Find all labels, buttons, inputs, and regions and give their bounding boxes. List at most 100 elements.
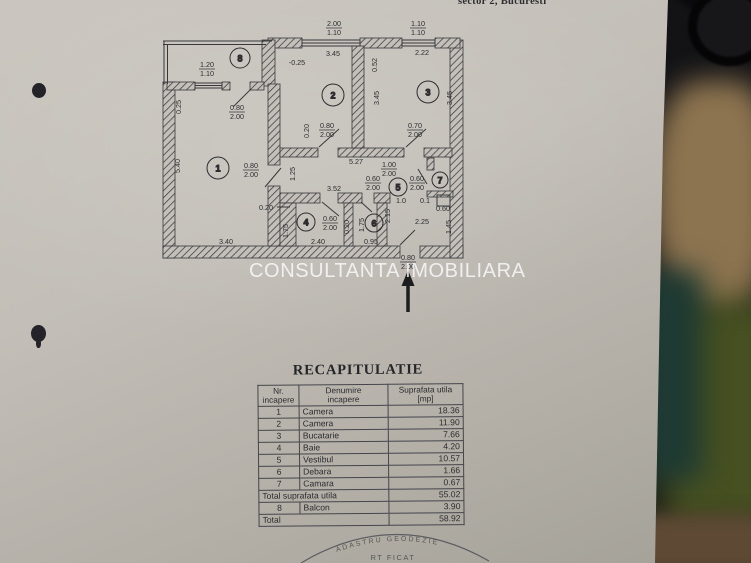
cell-name: Balcon: [299, 501, 390, 515]
cell-value: 11.90: [388, 416, 464, 430]
dim-label: 3.52: [327, 184, 341, 193]
room-number: 8: [237, 54, 242, 64]
dimension-bars: [199, 27, 426, 263]
dim-label: 0.52: [370, 58, 379, 72]
dim-label: 3.40: [219, 237, 233, 246]
dim-label: 0.1: [420, 196, 430, 205]
cell-nr: 7: [258, 478, 300, 491]
dim-label: 0.20: [302, 124, 311, 138]
cell-nr: 5: [258, 454, 300, 467]
cell-name: Baie: [299, 441, 389, 455]
cell-name: Camera: [299, 417, 389, 431]
room-number: 7: [437, 176, 442, 186]
dimension-labels: 2.00 1.10 1.10 1.10 1.20 1.10 -0.25 0.25…: [173, 19, 454, 271]
dim-label: 2.00: [323, 223, 337, 232]
dim-label: 1.75: [357, 218, 366, 232]
cell-nr: 3: [258, 430, 300, 443]
dim-label: 0.20: [342, 220, 351, 234]
plan-windows: [163, 39, 451, 207]
dim-label: 3.45: [326, 49, 340, 58]
dim-label: 1.0: [396, 196, 406, 205]
dim-label: 2.00: [244, 170, 258, 179]
header-denumire: Denumire incapere: [298, 384, 389, 407]
dim-label: 2.00: [230, 112, 244, 121]
cell-nr: 4: [258, 442, 300, 455]
cell-value: 18.36: [388, 404, 464, 418]
dim-label: 0.80: [230, 103, 244, 112]
plan-walls: [162, 37, 464, 259]
dim-label: 2.00: [408, 130, 422, 139]
dim-label: 1.00: [382, 160, 396, 169]
dim-label: 0.80: [244, 161, 258, 170]
dim-label: 1.10: [200, 69, 214, 78]
cell-value: 1.66: [388, 464, 464, 478]
cell-nr: 8: [258, 502, 301, 515]
cell-name: Camera: [299, 405, 389, 419]
stamp-inner-text: RT FICAT: [371, 553, 416, 562]
cell-nr: 2: [258, 418, 300, 431]
dim-label: 0.95: [364, 237, 378, 246]
cell-name: Vestibul: [299, 453, 389, 467]
dim-label: 2.00: [382, 169, 396, 178]
dim-label: 1.25: [288, 167, 297, 181]
dim-label: 2.00: [410, 183, 424, 192]
floor-plan: 2.00 1.10 1.10 1.10 1.20 1.10 -0.25 0.25…: [162, 19, 464, 312]
dim-label: 0.60: [366, 174, 380, 183]
background-dark-object: [688, 0, 751, 66]
dim-label: 0.80: [320, 121, 334, 130]
room-numbers: 1 2 3 4 5 6 7 8: [206, 47, 449, 233]
cell-nr: 1: [258, 406, 300, 419]
room-number: 3: [425, 88, 430, 98]
dim-label: 1.45: [444, 220, 453, 234]
cell-value: 7.66: [388, 428, 464, 442]
dim-label: 2.40: [311, 237, 325, 246]
dim-label: 2.00: [320, 130, 334, 139]
header-nr: Nr. incapere: [257, 385, 300, 407]
dim-label: 0.60: [436, 204, 450, 213]
plan-doors: [232, 88, 428, 246]
dim-label: 2.25: [415, 217, 429, 226]
ink-blot-bottom: [31, 325, 46, 348]
stamp-arc: [300, 533, 490, 563]
document-header-note: sector 2, Bucuresti: [458, 0, 547, 7]
room-number: 4: [303, 218, 308, 228]
watermark: CONSULTANTA IMOBILIARA: [249, 260, 526, 282]
dim-label: 1.10: [327, 28, 341, 37]
recap-table: Nr. incapere Denumire incapere Suprafata…: [257, 383, 465, 527]
dim-label: 2.15: [383, 209, 392, 223]
dim-label: 0.60: [323, 214, 337, 223]
cell-value: 3.90: [388, 500, 465, 514]
dim-label: 1.20: [200, 60, 214, 69]
round-stamp: ADASTRU GEODEZIE RT FICAT: [300, 533, 490, 563]
dim-label: 1.10: [411, 19, 425, 28]
dim-label: 5.40: [173, 159, 182, 173]
dim-label: 2.00: [366, 183, 380, 192]
dim-label: 5.27: [349, 157, 363, 166]
cell-value: 4.20: [388, 440, 464, 454]
dim-label: 1.10: [411, 28, 425, 37]
ink-blot-top: [32, 83, 46, 98]
cell-name: Bucatarie: [299, 429, 389, 443]
room-number: 1: [215, 164, 220, 174]
dim-label: 0.25: [174, 100, 183, 114]
dim-label: 2.22: [415, 48, 429, 57]
cell-name: Debara: [299, 465, 389, 479]
recap-title: RECAPITULATIE: [292, 361, 424, 379]
stamp-arc-text: ADASTRU GEODEZIE: [335, 536, 440, 554]
dim-label: 0.60: [410, 174, 424, 183]
header-suprafata: Suprafata utila [mp]: [387, 383, 464, 406]
dim-label: 2.00: [401, 262, 415, 271]
table-header-row: Nr. incapere Denumire incapere Suprafata…: [257, 383, 464, 407]
room-number: 6: [371, 219, 376, 229]
dim-label: 3.45: [372, 91, 381, 105]
entrance-arrow-icon: [401, 270, 415, 312]
dim-label: 3.45: [445, 91, 454, 105]
cell-value: 0.67: [388, 476, 464, 490]
room-number: 2: [330, 91, 335, 101]
cell-value: 10.57: [388, 452, 464, 466]
cell-name: Camara: [299, 477, 389, 491]
dim-label: 2.00: [327, 19, 341, 28]
dim-label: -0.25: [289, 58, 305, 67]
